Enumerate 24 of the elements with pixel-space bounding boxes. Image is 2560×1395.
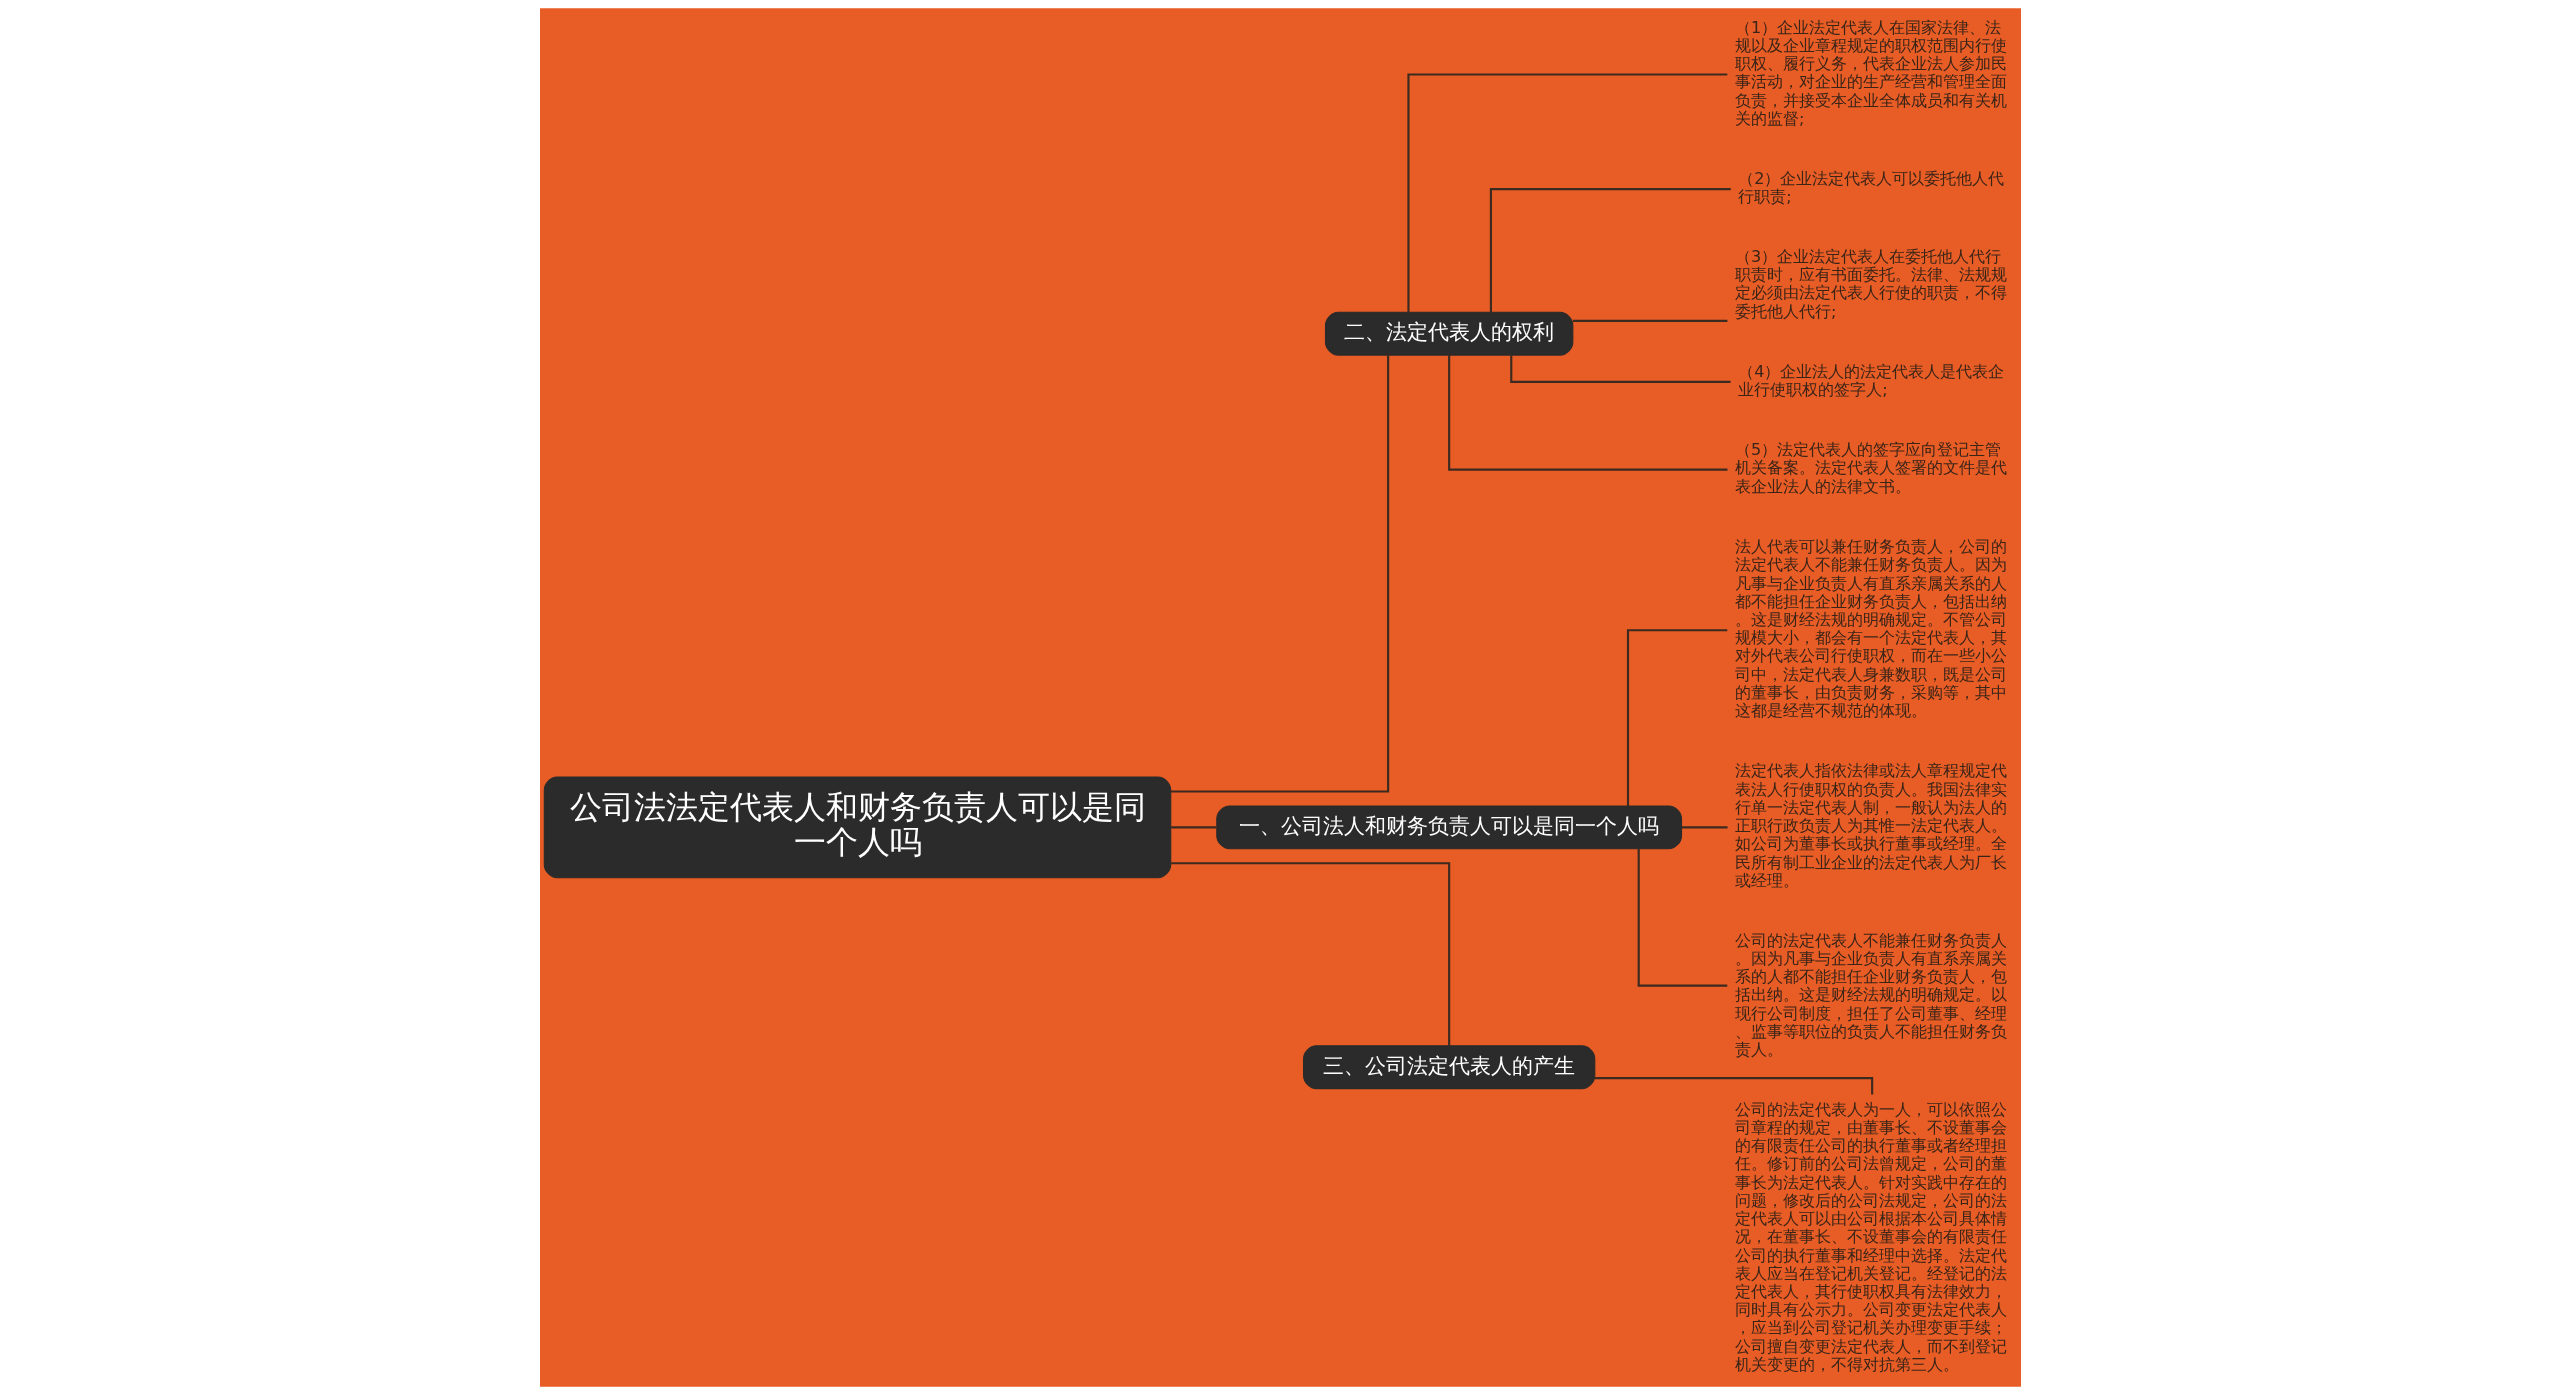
node-text: （4）企业法人的法定代表人是代表企业行使职权的签字人;	[1737, 361, 2005, 399]
connector	[1170, 355, 1389, 793]
connector	[1170, 862, 1450, 1046]
connector	[1489, 188, 1731, 313]
node-text: （2）企业法定代表人可以委托他人代行职责;	[1737, 168, 2005, 206]
node-text: 法定代表人指依法律或法人章程规定代表法人行使职权的负责人。我国法律实行单一法定代表人制，一般认为法人的正职行政负责人为其惟一法定代表人。如公司为董事长或执行董事或经理。全民所有制工业企业的法定代表人为厂长或经理。	[1734, 761, 2007, 890]
connector	[1406, 73, 1727, 312]
connector	[1626, 629, 1727, 806]
node-text: 法人代表可以兼任财务负责人，公司的法定代表人不能兼任财务负责人。因为凡事与企业负责人有直系亲属关系的人都不能担任企业财务负责人，包括出纳。这是财经法规的明确规定。不管公司规模大小，都会有一个法定代表人，其对外代表公司行使职权，而在一些小公司中，法定代表人身兼数职，既是公司的董事长，由负责财务，采购等，其中这都是经营不规范的体现。	[1734, 537, 2007, 720]
connector	[1681, 826, 1728, 829]
node-text: （5）法定代表人的签字应向登记主管机关备案。法定代表人签署的文件是代表企业法人的法律文书。	[1734, 440, 2007, 496]
node-box: 一、公司法人和财务负责人可以是同一个人吗	[1215, 805, 1682, 850]
node-box: 二、法定代表人的权利	[1324, 311, 1573, 356]
connector	[1447, 355, 1727, 471]
node-text: （1）企业法定代表人在国家法律、法规以及企业章程规定的职权范围内行使职权、履行义务，代表企业法人参加民事活动，对企业的生产经营和管理全面负责，并接受本企业全体成员和有关机关的监督;	[1734, 17, 2007, 128]
node-text: 公司的法定代表人为一人，可以依照公司章程的规定，由董事长、不设董事会的有限责任公司的执行董事或者经理担任。修订前的公司法曾规定，公司的董事长为法定代表人。针对实践中存在的问题，修改后的公司法规定，公司的法定代表人可以由公司根据本公司具体情况，在董事长、不设董事会的有限责任公司的执行董事和经理中选择。法定代表人应当在登记机关登记。经登记的法定代表人，其行使职权具有法律效力，同时具有公示力。公司变更法定代表人，应当到公司登记机关办理变更手续；公司擅自变更法定代表人，而不到登记机关变更的，不得对抗第三人。	[1734, 1099, 2007, 1374]
connector	[1509, 355, 1731, 383]
node-box: 三、公司法定代表人的产生	[1302, 1045, 1595, 1090]
connector	[1170, 826, 1216, 829]
connector	[1637, 849, 1727, 987]
node-text: （3）企业法定代表人在委托他人代行职责时，应有书面委托。法律、法规规定必须由法定代表人行使的职责，不得委托他人代行;	[1734, 246, 2007, 321]
connector	[1572, 319, 1727, 322]
node-box: 公司法法定代表人和财务负责人可以是同一个人吗	[543, 776, 1171, 879]
node-text: 公司的法定代表人不能兼任财务负责人。因为凡事与企业负责人有直系亲属关系的人都不能担任企业财务负责人，包括出纳。这是财经法规的明确规定。以现行公司制度，担任了公司董事、经理、监事等职位的负责人不能担任财务负责人。	[1734, 930, 2007, 1059]
